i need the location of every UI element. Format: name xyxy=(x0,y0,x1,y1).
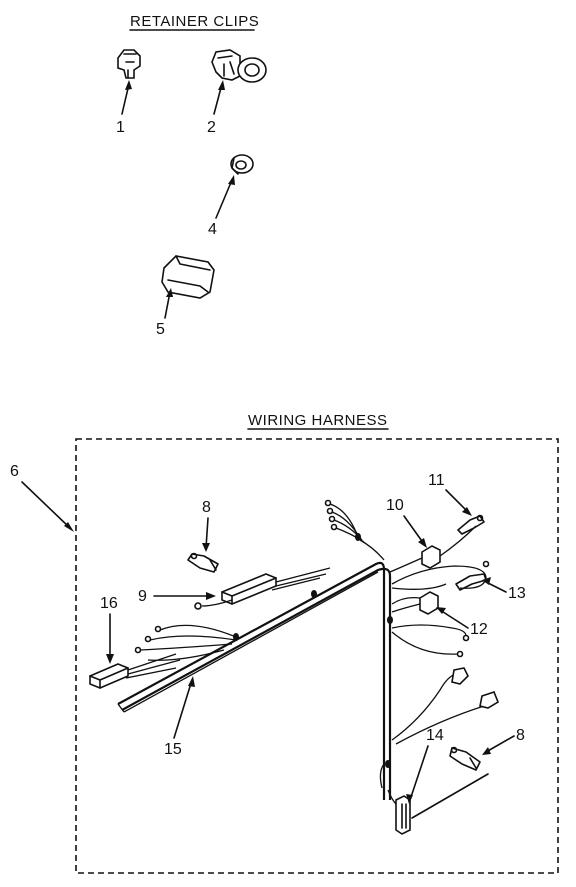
terminal-8-upper xyxy=(187,552,219,573)
connector-10 xyxy=(389,525,477,573)
wiring-harness-title: WIRING HARNESS xyxy=(248,412,388,429)
arrow-13 xyxy=(485,581,507,593)
clip-part-4 xyxy=(230,154,254,175)
callout-15: 15 xyxy=(164,741,182,758)
callout-8-lower: 8 xyxy=(516,727,525,744)
callout-2: 2 xyxy=(207,119,216,136)
right-loop-wires xyxy=(391,624,499,745)
wiring-harness-section: WIRING HARNESS 6 xyxy=(10,412,559,874)
arrow-12 xyxy=(439,609,469,629)
callout-16: 16 xyxy=(100,595,118,612)
callout-14: 14 xyxy=(426,727,444,744)
callout-5: 5 xyxy=(156,321,165,338)
leader-14-terminal xyxy=(411,773,489,819)
callout-9: 9 xyxy=(138,588,147,605)
connector-14 xyxy=(379,763,411,835)
connector-12 xyxy=(391,591,439,615)
ring-terminal-wires xyxy=(324,499,385,561)
callout-6: 6 xyxy=(10,463,19,480)
callout-4: 4 xyxy=(208,221,217,238)
clip-part-1 xyxy=(117,49,141,79)
arrow-6 xyxy=(21,481,71,529)
callout-12: 12 xyxy=(470,621,488,638)
clip-part-5 xyxy=(161,255,215,299)
harness-trunk xyxy=(117,533,393,800)
left-loop-wires xyxy=(117,624,237,713)
arrow-15 xyxy=(173,679,193,739)
terminal-11 xyxy=(457,514,485,535)
callout-10: 10 xyxy=(386,497,404,514)
retainer-clips-title: RETAINER CLIPS xyxy=(130,13,259,30)
callout-1: 1 xyxy=(116,119,125,136)
callout-11: 11 xyxy=(428,472,445,489)
retainer-clips-section: RETAINER CLIPS 1 2 4 xyxy=(116,13,267,338)
arrow-10 xyxy=(403,515,425,545)
harness-frame xyxy=(75,438,559,874)
callout-13: 13 xyxy=(508,585,526,602)
arrow-4 xyxy=(215,179,233,219)
connector-16 xyxy=(89,653,181,689)
connector-9 xyxy=(194,567,331,610)
clip-part-2 xyxy=(211,49,267,83)
arrow-8-lower xyxy=(485,735,515,753)
arrow-11 xyxy=(445,489,469,513)
wire-loop-13 xyxy=(391,560,490,591)
callout-8-upper: 8 xyxy=(202,499,211,516)
terminal-8-lower xyxy=(449,746,481,771)
arrow-14 xyxy=(409,745,429,801)
